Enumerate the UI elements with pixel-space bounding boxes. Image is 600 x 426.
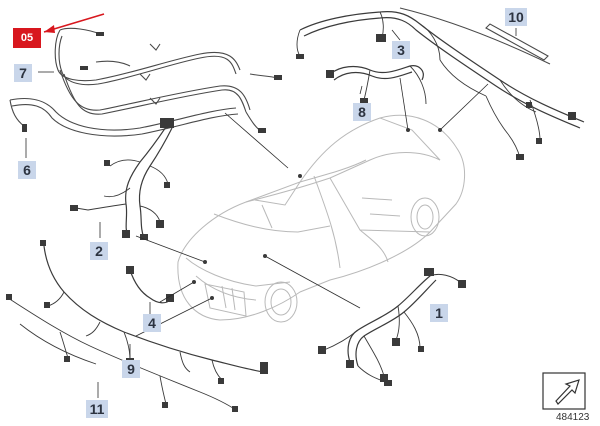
callout-label-8[interactable]: 8 <box>353 103 371 121</box>
callout-label-9[interactable]: 9 <box>122 360 140 378</box>
harness-4 <box>126 266 174 304</box>
tube-6 <box>9 97 239 137</box>
front-direction-icon <box>542 372 586 410</box>
tube-harness-7 <box>54 27 282 133</box>
harness-2 <box>70 118 174 240</box>
highlight-badge: 05 <box>13 28 41 48</box>
harness-3 <box>296 7 585 160</box>
harness-11 <box>6 294 238 412</box>
callout-label-6[interactable]: 6 <box>18 161 36 179</box>
callout-label-4[interactable]: 4 <box>143 314 161 332</box>
harness-1 <box>318 268 466 386</box>
diagram-reference-number: 484123 <box>556 412 590 423</box>
callout-label-7[interactable]: 7 <box>14 64 32 82</box>
callout-label-10[interactable]: 10 <box>505 8 527 26</box>
highlight-arrow <box>43 13 105 33</box>
car-outline <box>177 114 465 323</box>
harness-8 <box>326 65 427 105</box>
callout-label-11[interactable]: 11 <box>86 400 108 418</box>
harness-9 <box>40 240 268 384</box>
callout-label-3[interactable]: 3 <box>392 41 410 59</box>
callout-label-2[interactable]: 2 <box>90 242 108 260</box>
callout-label-1[interactable]: 1 <box>430 304 448 322</box>
